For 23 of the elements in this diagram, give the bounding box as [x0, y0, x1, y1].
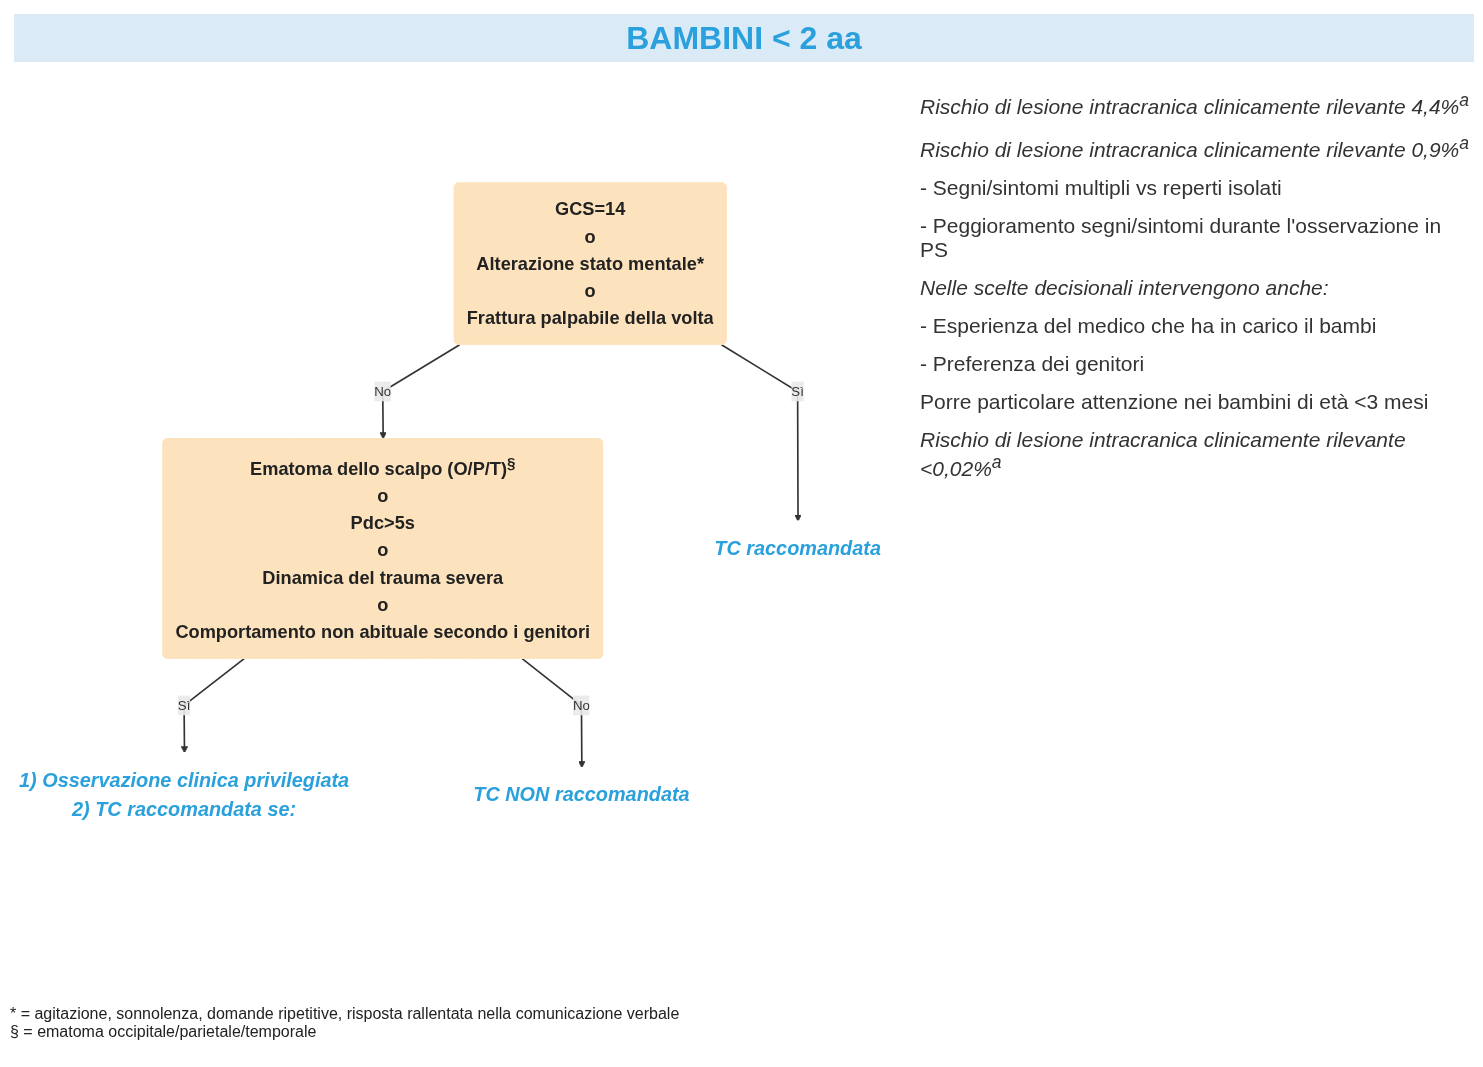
list-item: - Esperienza del medico che ha in carico il bambi [920, 314, 1378, 338]
node-text: 1) Osservazione clinica privilegiata 2) TC raccomandata se: [19, 768, 350, 821]
arrow [521, 657, 586, 769]
list-item: - Peggioramento segni/sintomi durante l'osservazione in PS [920, 214, 1443, 262]
footnote: * = agitazione, sonnolenza, domande ripetitive, risposta rallentata nella comunicazione verbale [10, 1005, 680, 1023]
title-banner: BAMBINI < 2 aa [14, 14, 1474, 62]
edge-label: No [374, 384, 392, 399]
edge-label: Sì [791, 384, 804, 399]
arrow [720, 343, 802, 522]
edge-label: Sì [177, 698, 191, 713]
node-text: TC NON raccomandata [473, 783, 690, 806]
node-text: TC raccomandata [714, 536, 881, 560]
note-text: Rischio di lesione intracranica clinicamente rilevante <0,02%$^{a}$ [920, 428, 1407, 481]
note-text: Rischio di lesione intracranica clinicamente rilevante 0,9%$^{a}$ [920, 133, 1470, 162]
edge-label: No [572, 698, 590, 713]
note-text: Porre particolare attenzione nei bambini di età <3 mesi [920, 390, 1430, 414]
footnote: § = ematoma occipitale/parietale/temporale [10, 1023, 318, 1041]
list-item: - Segni/sintomi multipli vs reperti isolati [920, 176, 1283, 200]
arrow [379, 343, 461, 440]
arrow [180, 657, 246, 754]
note-text: Rischio di lesione intracranica clinicamente rilevante 4,4%$^{a}$ [920, 90, 1470, 119]
list-item: - Preferenza dei genitori [920, 352, 1146, 376]
note-heading: Nelle scelte decisionali intervengono anche: [920, 276, 1330, 300]
